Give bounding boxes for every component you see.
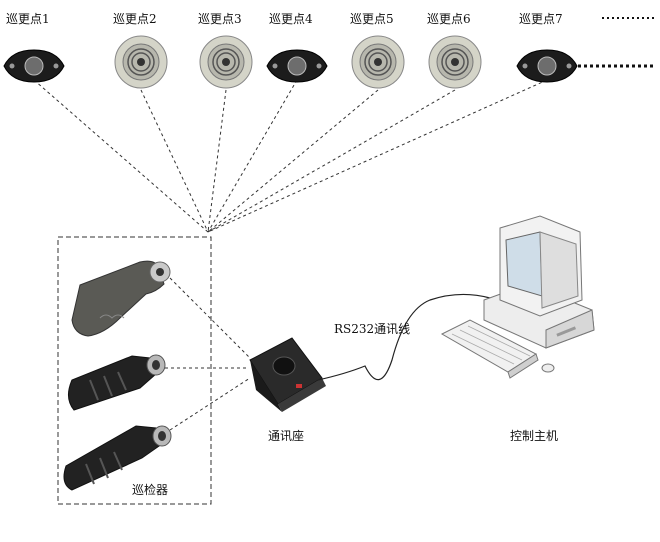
checkpoint-6-icon bbox=[428, 35, 482, 89]
signal-line-3 bbox=[207, 89, 227, 233]
rs232-cable bbox=[317, 293, 491, 381]
checkpoint-7-icon bbox=[516, 49, 578, 83]
checkpoint-7-label: 巡更点7 bbox=[519, 12, 563, 26]
checkpoint-4-label: 巡更点4 bbox=[269, 12, 313, 26]
checkpoint-3-icon bbox=[199, 35, 253, 89]
checkpoint-6-label: 巡更点6 bbox=[427, 12, 471, 26]
rs232-cable-label: RS232通讯线 bbox=[334, 322, 411, 336]
checkpoint-5-icon bbox=[351, 35, 405, 89]
signal-line-4 bbox=[207, 79, 298, 233]
checkpoint-3-label: 巡更点3 bbox=[198, 12, 242, 26]
signal-line-2 bbox=[140, 89, 209, 233]
patrol-reader-gun bbox=[71, 260, 171, 337]
checkpoint-5-label: 巡更点5 bbox=[350, 12, 394, 26]
control-host-label: 控制主机 bbox=[510, 429, 559, 443]
checkpoint-2-label: 巡更点2 bbox=[113, 12, 157, 26]
checkpoint-1-icon bbox=[3, 49, 65, 83]
signal-line-6 bbox=[207, 89, 456, 233]
signal-line-7 bbox=[207, 79, 548, 233]
signal-line-1 bbox=[33, 79, 209, 233]
checkpoint-2-icon bbox=[114, 35, 168, 89]
reader-to-base-lines bbox=[165, 277, 251, 431]
patrol-devices-group-box bbox=[57, 236, 212, 505]
patrol-reader-baton-2 bbox=[63, 425, 172, 491]
control-host-computer bbox=[440, 215, 595, 379]
checkpoint-signal-lines bbox=[33, 79, 548, 233]
patrol-reader-baton-1 bbox=[68, 354, 166, 411]
checkpoint-row bbox=[3, 35, 578, 89]
signal-line-5 bbox=[207, 89, 379, 233]
communication-base-label: 通讯座 bbox=[268, 429, 305, 443]
checkpoint-1-label: 巡更点1 bbox=[6, 12, 50, 26]
communication-base bbox=[249, 337, 326, 412]
checkpoint-4-icon bbox=[266, 49, 328, 83]
patrol-devices-label: 巡检器 bbox=[132, 483, 169, 497]
